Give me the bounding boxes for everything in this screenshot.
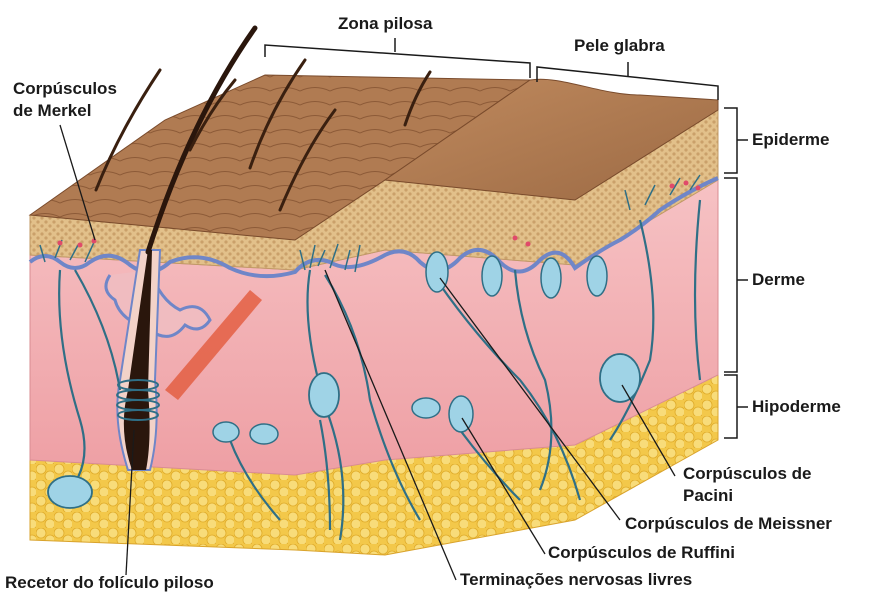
bracket-layers xyxy=(724,108,748,438)
label-merkel-line2: de Merkel xyxy=(13,101,91,121)
label-pele-glabra: Pele glabra xyxy=(574,36,665,56)
label-meissner: Corpúsculos de Meissner xyxy=(625,514,832,534)
label-terminacoes: Terminações nervosas livres xyxy=(460,570,692,590)
label-pacini-line2: Pacini xyxy=(683,486,733,506)
label-ruffini: Corpúsculos de Ruffini xyxy=(548,543,735,563)
label-derme: Derme xyxy=(752,270,805,290)
label-zona-pilosa: Zona pilosa xyxy=(338,14,432,34)
label-pacini-line1: Corpúsculos de xyxy=(683,464,811,484)
label-epiderme: Epiderme xyxy=(752,130,829,150)
bracket-zona-pilosa xyxy=(265,38,530,78)
label-folliculo: Recetor do folículo piloso xyxy=(5,573,214,593)
label-hipoderme: Hipoderme xyxy=(752,397,841,417)
label-merkel-line1: Corpúsculos xyxy=(13,79,117,99)
